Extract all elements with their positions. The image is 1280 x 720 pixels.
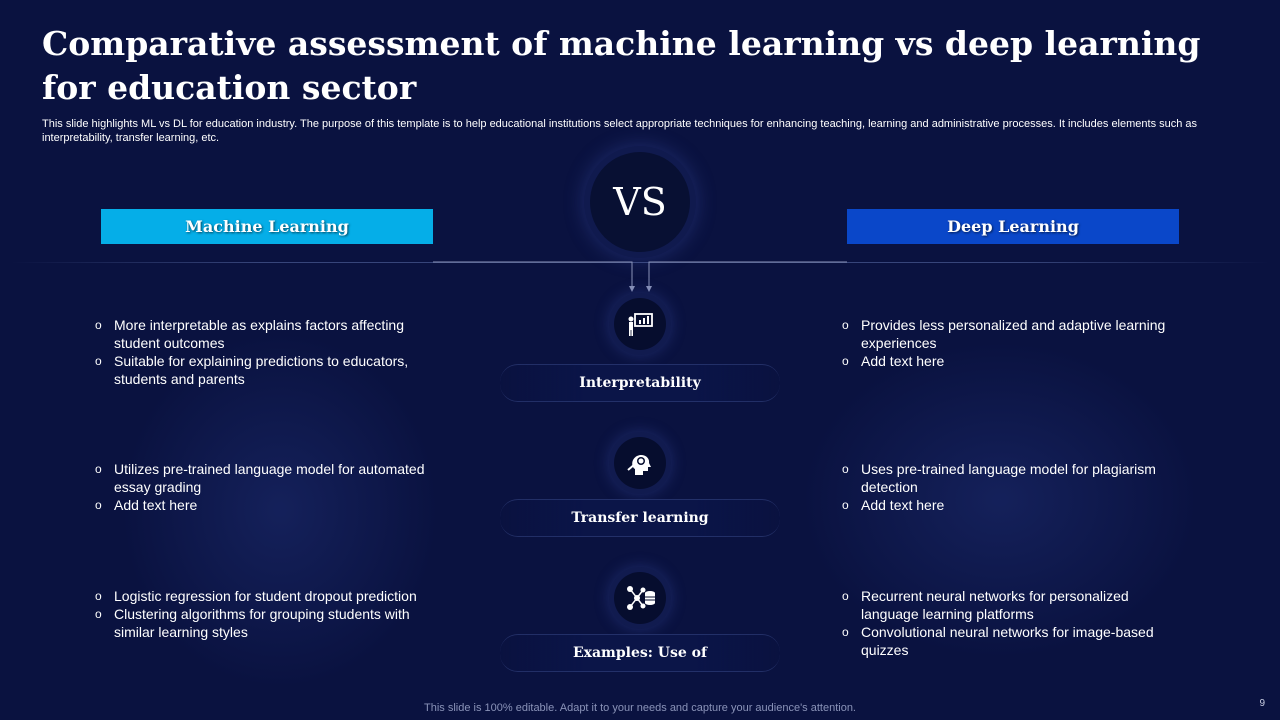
dl-transfer-learning-list: Uses pre-trained language model for plag… [842, 460, 1162, 514]
list-item: Recurrent neural networks for personaliz… [842, 587, 1162, 623]
idea-head-icon-circle [614, 437, 666, 489]
list-item: More interpretable as explains factors a… [95, 316, 435, 352]
list-item: Add text here [842, 352, 1172, 370]
list-item: Utilizes pre-trained language model for … [95, 460, 425, 496]
list-item: Uses pre-trained language model for plag… [842, 460, 1162, 496]
dl-interpretability-list: Provides less personalized and adaptive … [842, 316, 1172, 370]
label-transfer-learning: Transfer learning [500, 499, 780, 537]
list-item: Convolutional neural networks for image-… [842, 623, 1162, 659]
list-item: Add text here [842, 496, 1162, 514]
page-subtitle: This slide highlights ML vs DL for educa… [42, 118, 1198, 144]
label-examples-text: Examples: Use of [572, 645, 708, 661]
machine-learning-header: Machine Learning [101, 209, 433, 244]
label-interpretability: Interpretability [500, 364, 780, 402]
idea-head-icon [627, 454, 651, 475]
vs-badge: VS [590, 152, 690, 252]
network-database-icon [627, 586, 655, 610]
deep-learning-header-label: Deep Learning [947, 217, 1079, 236]
dl-examples-list: Recurrent neural networks for personaliz… [842, 587, 1162, 659]
page-number: 9 [1259, 698, 1265, 709]
ml-transfer-learning-list: Utilizes pre-trained language model for … [95, 460, 425, 514]
ml-examples-list: Logistic regression for student dropout … [95, 587, 445, 641]
footer-note: This slide is 100% editable. Adapt it to… [424, 702, 856, 714]
list-item: Suitable for explaining predictions to e… [95, 352, 435, 388]
list-item: Logistic regression for student dropout … [95, 587, 445, 605]
ml-interpretability-list: More interpretable as explains factors a… [95, 316, 435, 388]
network-database-icon-circle [614, 572, 666, 624]
list-item: Add text here [95, 496, 425, 514]
machine-learning-header-label: Machine Learning [185, 217, 349, 236]
label-interpretability-text: Interpretability [579, 375, 701, 391]
label-transfer-learning-text: Transfer learning [571, 510, 709, 526]
horizontal-divider [10, 262, 1270, 263]
deep-learning-header: Deep Learning [847, 209, 1179, 244]
label-examples: Examples: Use of [500, 634, 780, 672]
connector-arrows [433, 261, 847, 292]
list-item: Provides less personalized and adaptive … [842, 316, 1172, 352]
presentation-icon-circle [614, 298, 666, 350]
list-item: Clustering algorithms for grouping stude… [95, 605, 445, 641]
vs-label: VS [613, 180, 667, 224]
presentation-icon [628, 313, 653, 336]
page-title: Comparative assessment of machine learni… [42, 24, 1201, 107]
